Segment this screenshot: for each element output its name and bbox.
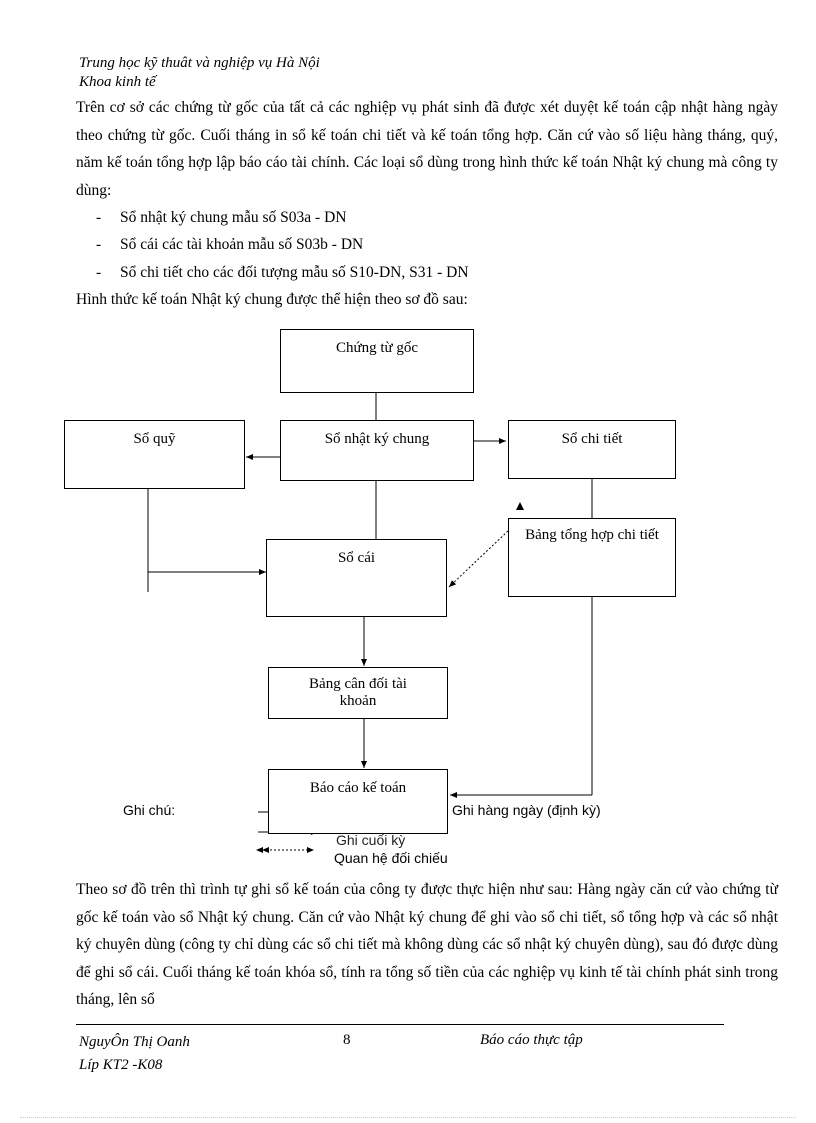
list-item-text: Sổ chi tiết cho các đối tượng mẫu số S10…: [120, 264, 469, 281]
legend-title: Ghi chú:: [123, 802, 176, 818]
list-item: - Sổ chi tiết cho các đối tượng mẫu số S1…: [96, 263, 469, 283]
list-item-text: Sổ cái các tài khoản mẫu số S03b - DN: [120, 236, 364, 253]
box-label: Sổ chi tiết: [561, 431, 623, 447]
bullet-dash: -: [96, 236, 102, 253]
box-label: Báo cáo kế toán: [309, 780, 407, 796]
box-so-nhat-ky-chung: Sổ nhật ký chung: [280, 420, 474, 481]
footer-report-title: Báo cáo thực tập: [480, 1032, 583, 1048]
diagram-intro: Hình thức kế toán Nhật ký chung được thể…: [76, 291, 468, 308]
legend-daily: Ghi hàng ngày (định kỳ): [452, 802, 601, 818]
box-label: Sổ quỹ: [133, 431, 176, 447]
page-number: 8: [343, 1032, 351, 1048]
school-name: Trung học kỹ thuât và nghiệp vụ Hà Nội: [79, 55, 320, 71]
intro-paragraph: Trên cơ sở các chứng từ gốc của tất cả c…: [76, 99, 778, 199]
list-item-text: Sổ nhật ký chung mẫu số S03a - DN: [120, 209, 347, 226]
box-bang-tong-hop-chi-tiet: Bảng tổng hợp chi tiết: [508, 518, 676, 597]
legend-end-period: Ghi cuối kỳ: [336, 832, 406, 848]
box-so-chi-tiet: Sổ chi tiết: [508, 420, 676, 479]
box-so-cai: Sổ cái: [266, 539, 447, 617]
faculty-name: Khoa kinh tế: [79, 74, 156, 90]
footer-divider: [76, 1024, 724, 1025]
page-bottom-border: [20, 1117, 796, 1118]
bullet-dash: -: [96, 209, 102, 226]
footer-author: NguyÔn Thị Oanh: [79, 1034, 190, 1050]
box-so-quy: Sổ quỹ: [64, 420, 245, 489]
box-label: Sổ nhật ký chung: [324, 431, 430, 447]
box-chung-tu-goc: Chứng từ gốc: [280, 329, 474, 393]
box-label: Bảng tổng hợp chi tiết: [525, 527, 659, 543]
list-item: - Sổ nhật ký chung mẫu số S03a - DN: [96, 208, 346, 228]
box-bang-can-doi-tai-khoan: Bảng cân đối tài khoản: [268, 667, 448, 719]
box-label: Sổ cái: [337, 550, 376, 566]
footer-class: Líp KT2 -K08: [79, 1057, 163, 1073]
list-item: - Sổ cái các tài khoản mẫu số S03b - DN: [96, 235, 363, 255]
conclusion-paragraph: Theo sơ đồ trên thì trình tự ghi sổ kế t…: [76, 881, 778, 1008]
box-label: Chứng từ gốc: [335, 340, 419, 356]
legend-cross-check: Quan hệ đối chiếu: [334, 850, 448, 866]
box-label: Bảng cân đối tài khoản: [309, 676, 407, 709]
box-bao-cao-ke-toan: Báo cáo kế toán: [268, 769, 448, 834]
bullet-dash: -: [96, 264, 102, 281]
